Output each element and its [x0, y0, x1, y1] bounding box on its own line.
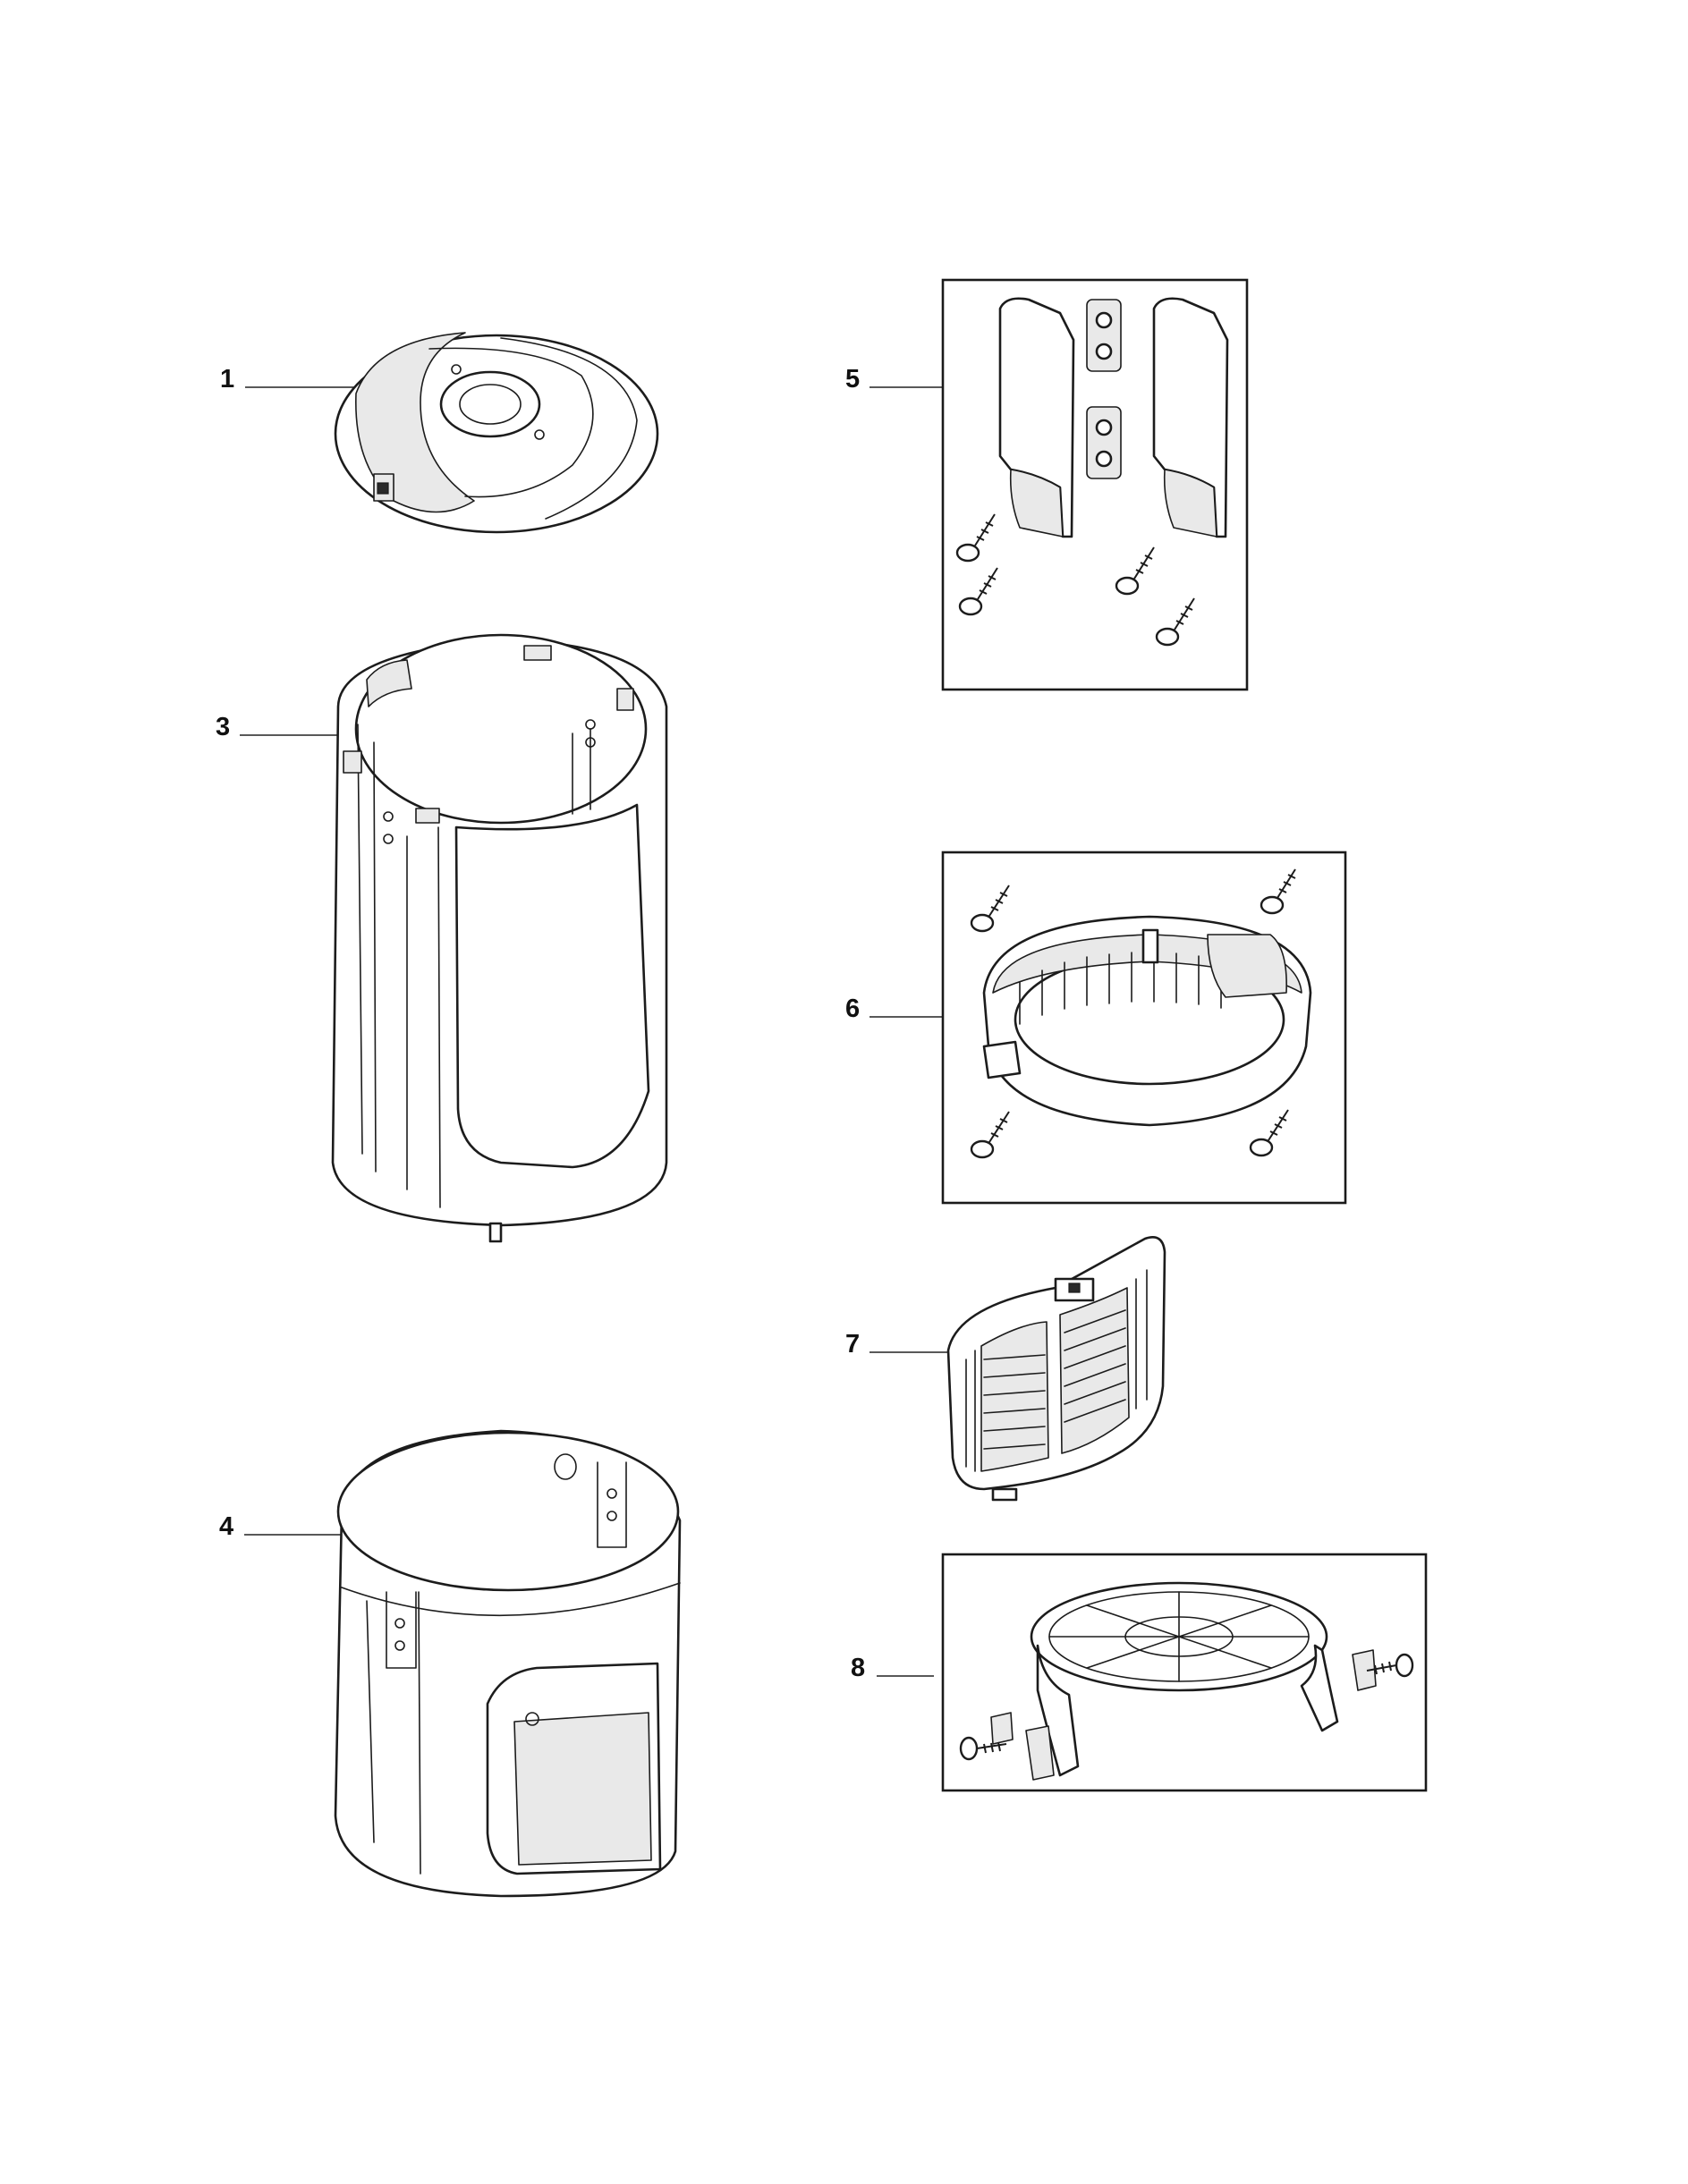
screw: [970, 1111, 1010, 1159]
callout-5: 5: [845, 365, 943, 394]
callout-label-4: 4: [219, 1512, 233, 1541]
top-cover-part: [334, 332, 659, 534]
callout-label-3: 3: [216, 713, 230, 741]
screw: [958, 567, 998, 616]
screw: [955, 513, 996, 563]
callout-1: 1: [220, 365, 356, 394]
base-ring-kit-part: [941, 851, 1347, 1205]
callout-8: 8: [851, 1654, 934, 1682]
stand-kit-part: [941, 1553, 1428, 1792]
callout-label-6: 6: [845, 995, 860, 1023]
callout-label-8: 8: [851, 1654, 865, 1682]
callout-4: 4: [219, 1512, 344, 1541]
callout-label-5: 5: [845, 365, 860, 394]
base-ring-kit-frame: [941, 851, 1347, 1205]
screw: [1155, 597, 1195, 647]
callout-6: 6: [845, 995, 943, 1023]
callout-label-1: 1: [220, 365, 234, 394]
screw: [1366, 1653, 1414, 1678]
callout-3: 3: [216, 713, 338, 741]
lower-housing-part: [334, 1429, 682, 1898]
screw: [1249, 1109, 1289, 1157]
handle-kit-frame: [941, 278, 1249, 691]
screw: [959, 1736, 1007, 1761]
screw: [1115, 546, 1155, 596]
front-grille-part: [946, 1236, 1166, 1502]
stand-kit-frame: [941, 1553, 1428, 1792]
screw: [970, 885, 1010, 933]
callout-label-7: 7: [845, 1330, 860, 1359]
screw: [1260, 868, 1296, 915]
handle-kit-part: [941, 278, 1249, 691]
upper-housing-part: [331, 633, 668, 1243]
